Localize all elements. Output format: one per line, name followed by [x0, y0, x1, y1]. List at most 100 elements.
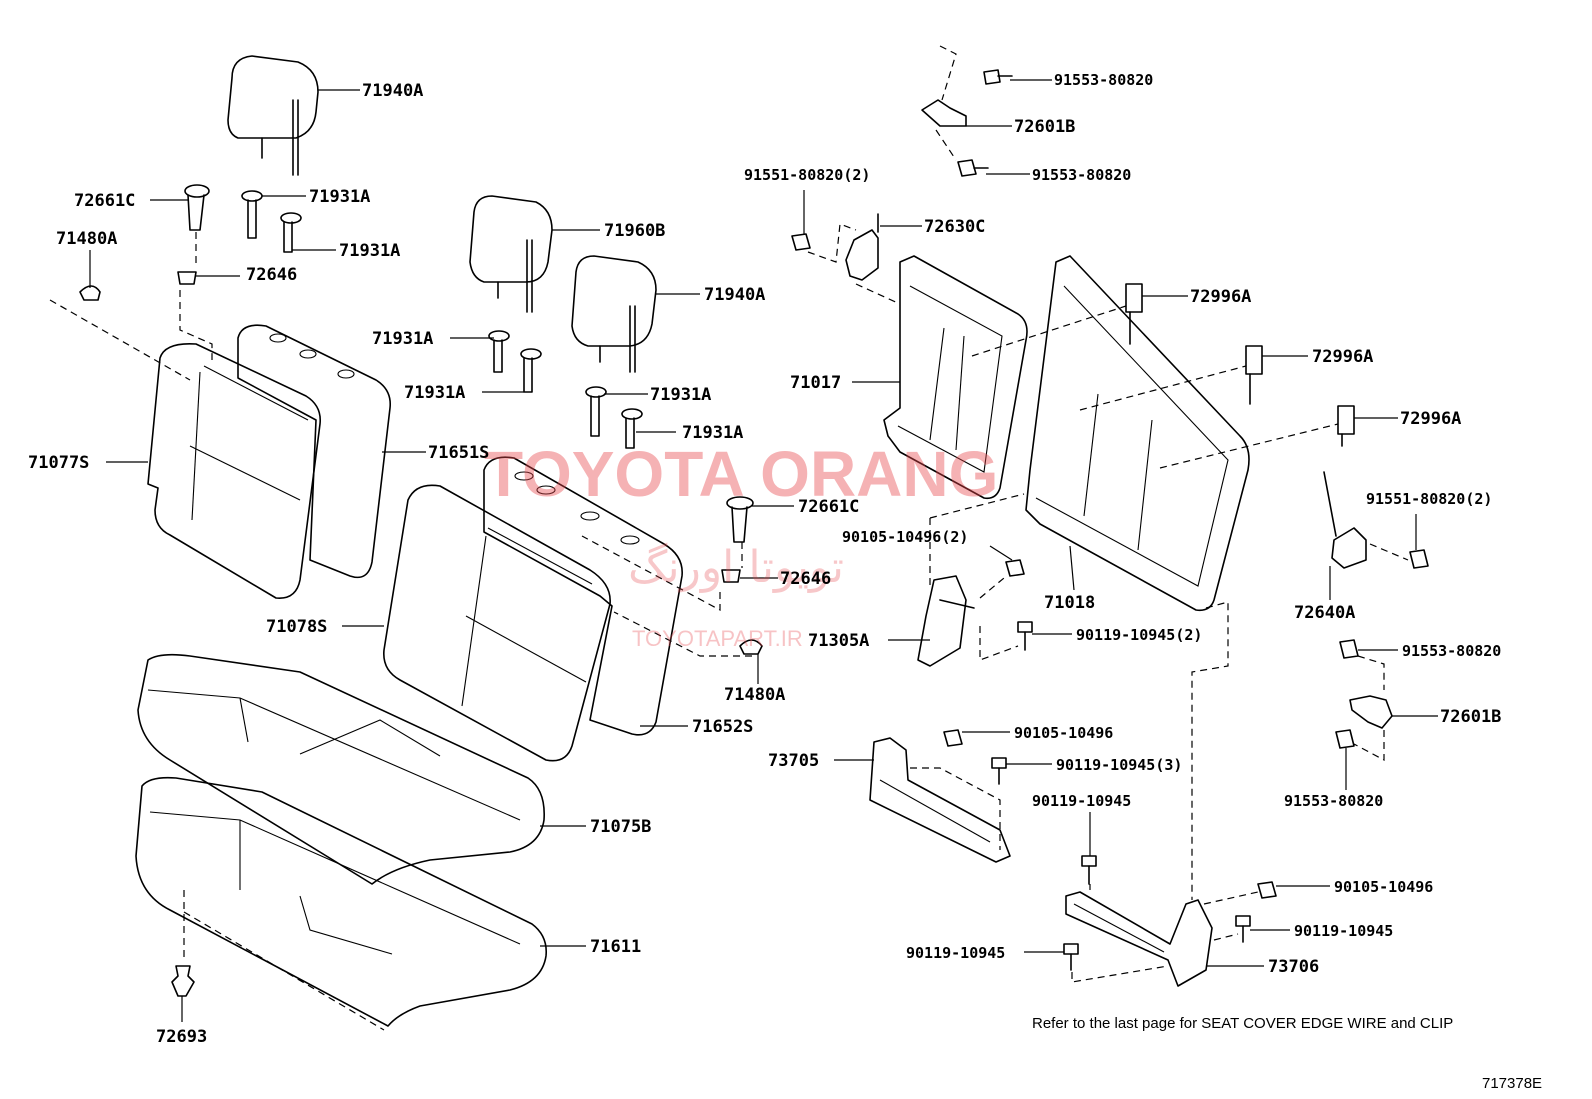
bracket-71305a	[917, 575, 975, 667]
clip-71480a-mid	[739, 639, 763, 655]
seatback-frame-71017	[883, 255, 1028, 500]
bolt-90119-a	[1081, 855, 1097, 885]
bolt-91553-3	[1339, 639, 1359, 659]
bolt-91551-right	[1409, 549, 1429, 569]
label-72996a-3: 72996A	[1400, 409, 1461, 429]
bolt-91553-4	[1335, 729, 1355, 749]
clip-72646-mid	[721, 569, 741, 583]
label-71611: 71611	[590, 937, 641, 957]
label-90119-a: 90119-10945	[1032, 792, 1131, 810]
part-labels: 71940A 72661C 71931A 71931A 71480A 72646…	[28, 71, 1501, 1047]
bolt-90105-2	[1005, 559, 1025, 577]
label-90119-2: 90119-10945(2)	[1076, 626, 1202, 644]
label-72640a: 72640A	[1294, 603, 1355, 623]
label-71940a-top: 71940A	[362, 81, 423, 101]
label-71931a-5: 71931A	[650, 385, 711, 405]
clip-72693	[171, 965, 195, 997]
hinge-72601b-top	[921, 99, 967, 127]
label-72601b-top: 72601B	[1014, 117, 1075, 137]
label-71078s: 71078S	[266, 617, 327, 637]
headrest-71940a-mid	[571, 255, 657, 373]
label-91553-top: 91553-80820	[1054, 71, 1153, 89]
label-71940a-mid: 71940A	[704, 285, 765, 305]
label-90119-3: 90119-10945(3)	[1056, 756, 1182, 774]
guide-71931a-top-1	[241, 190, 263, 239]
bolt-90105-a	[943, 729, 963, 747]
label-72601b-bottom: 72601B	[1440, 707, 1501, 727]
seatback-frame-71018	[1025, 255, 1250, 612]
footer-note: Refer to the last page for SEAT COVER ED…	[1032, 1015, 1453, 1032]
bolt-91553-top	[983, 69, 1013, 85]
label-71931a-6: 71931A	[682, 423, 743, 443]
label-72996a-1: 72996A	[1190, 287, 1251, 307]
label-73705: 73705	[768, 751, 819, 771]
guide-71931a-mid-2	[520, 348, 542, 393]
lock-72996a-1	[1125, 283, 1143, 345]
label-71017: 71017	[790, 373, 841, 393]
label-71931a-1: 71931A	[309, 187, 370, 207]
label-71931a-3: 71931A	[372, 329, 433, 349]
label-71305a: 71305A	[808, 631, 869, 651]
guide-71931a-mid-1	[488, 330, 510, 373]
bolt-91551-left	[791, 233, 811, 251]
label-90105-b: 90105-10496	[1334, 878, 1433, 896]
figure-code: 717378E	[1482, 1075, 1542, 1092]
label-71480a-mid: 71480A	[724, 685, 785, 705]
support-guide-72661c-mid	[726, 496, 754, 543]
label-72661c-top: 72661C	[74, 191, 135, 211]
bolt-90119-2	[1017, 621, 1033, 651]
label-91553-2: 91553-80820	[1032, 166, 1131, 184]
label-72630c: 72630C	[924, 217, 985, 237]
label-90105-2: 90105-10496(2)	[842, 528, 968, 546]
label-72646-top: 72646	[246, 265, 297, 285]
watermark-arabic: تویوتا اورنگ	[628, 542, 844, 593]
label-71480a-top: 71480A	[56, 229, 117, 249]
label-91553-3: 91553-80820	[1402, 642, 1501, 660]
label-71931a-2: 71931A	[339, 241, 400, 261]
assembly-lines	[49, 45, 1409, 1031]
headrest-71960b	[469, 195, 553, 313]
clip-72646-top	[177, 271, 197, 285]
label-91553-4: 91553-80820	[1284, 792, 1383, 810]
label-71018: 71018	[1044, 593, 1095, 613]
watermark-site: TOYOTAPART.IR	[632, 626, 803, 651]
label-73706: 73706	[1268, 957, 1319, 977]
lock-72996a-2	[1245, 345, 1263, 405]
label-71931a-4: 71931A	[404, 383, 465, 403]
label-90119-c: 90119-10945	[906, 944, 1005, 962]
watermark: TOYOTA ORANG تویوتا اورنگ TOYOTAPART.IR	[484, 438, 998, 651]
label-71652s: 71652S	[692, 717, 753, 737]
lock-72996a-3	[1337, 405, 1355, 447]
hinge-72630c	[845, 213, 879, 281]
label-90119-b: 90119-10945	[1294, 922, 1393, 940]
seatback-cover-71651s	[237, 324, 392, 579]
seatback-71078s	[383, 484, 611, 762]
label-91551-right: 91551-80820(2)	[1366, 490, 1492, 508]
bolt-91553-2	[957, 159, 989, 177]
seat-cushion-pad-71611	[135, 776, 548, 1027]
guide-71931a-mid-4	[621, 408, 643, 449]
label-72646-mid: 72646	[780, 569, 831, 589]
label-71075b: 71075B	[590, 817, 651, 837]
seatback-71077s	[147, 342, 322, 599]
bolt-90105-b	[1257, 881, 1277, 899]
label-71077s: 71077S	[28, 453, 89, 473]
bolt-90119-3	[991, 757, 1007, 785]
label-72693: 72693	[156, 1027, 207, 1047]
hinge-72601b-bottom	[1349, 695, 1393, 729]
bolt-90119-c	[1063, 943, 1079, 971]
watermark-brand: TOYOTA ORANG	[484, 438, 998, 510]
bracket-72640a	[1323, 471, 1367, 569]
guide-71931a-top-2	[280, 212, 302, 253]
guide-71931a-mid-3	[585, 386, 607, 437]
support-guide-72661c-top	[184, 184, 210, 231]
bracket-73705	[869, 737, 1011, 863]
label-72661c-mid: 72661C	[798, 497, 859, 517]
seat-cushion-71075b	[137, 653, 545, 885]
bracket-73706	[1065, 891, 1213, 987]
bolt-90119-b	[1235, 915, 1251, 943]
leader-lines	[89, 79, 1438, 1022]
clip-71480a-top	[79, 285, 101, 301]
label-71651s: 71651S	[428, 443, 489, 463]
